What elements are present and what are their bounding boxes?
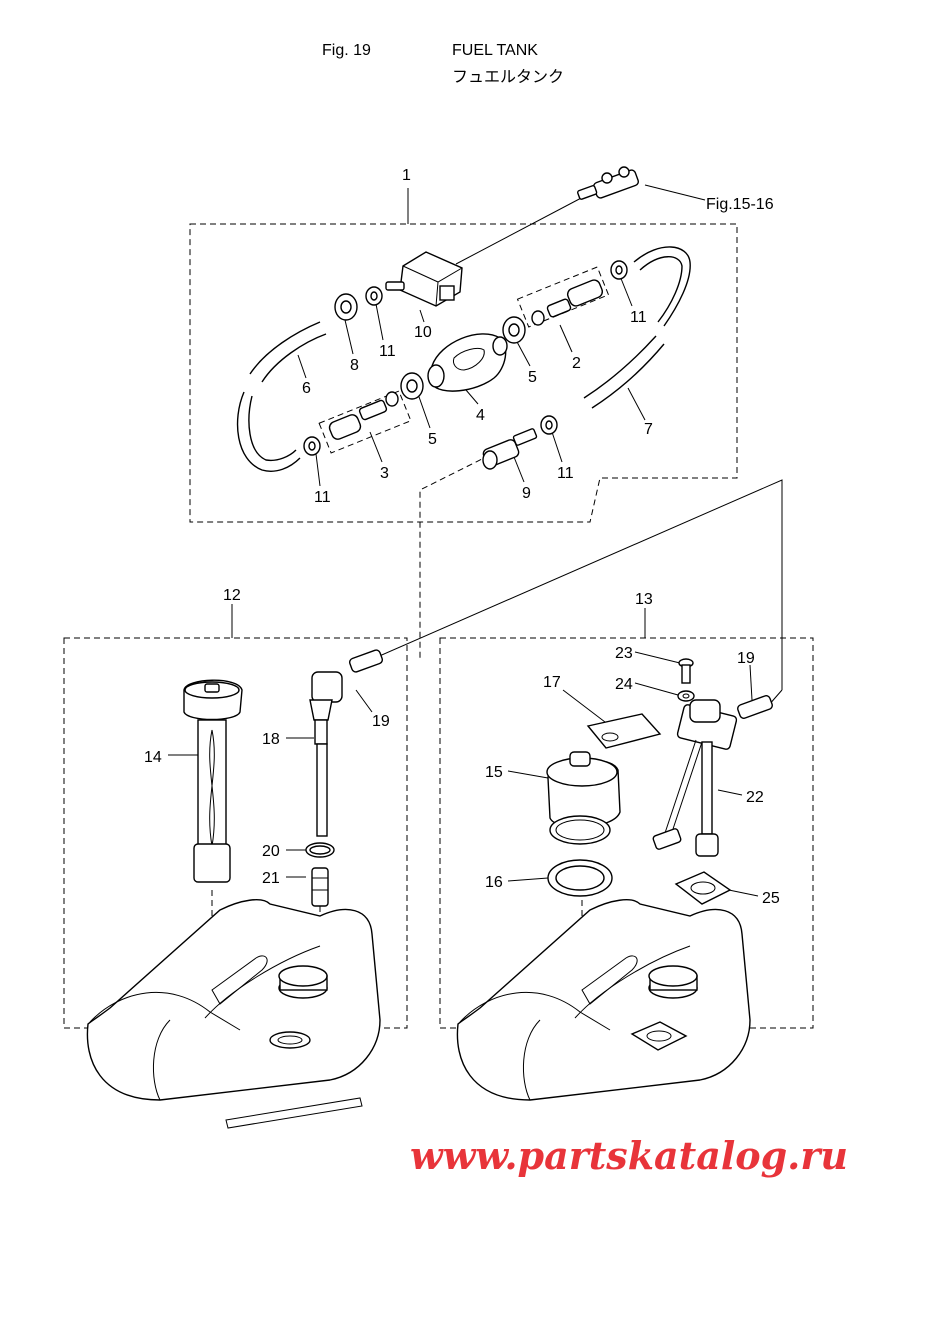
part-23-screw xyxy=(678,658,694,684)
part-5-clamp-a xyxy=(502,316,526,344)
callout-17: 17 xyxy=(543,674,561,691)
part-5-clamp-b xyxy=(400,372,424,400)
callout-25: 25 xyxy=(762,890,780,907)
callout-8: 8 xyxy=(350,357,359,374)
callout-6: 6 xyxy=(302,380,311,397)
part-7-hose xyxy=(583,246,691,409)
part-21-filter xyxy=(311,867,329,907)
part-8-clamp xyxy=(334,293,358,321)
callout-18: 18 xyxy=(262,731,280,748)
part-10-connector-block xyxy=(385,251,463,307)
callout-2: 2 xyxy=(572,355,581,372)
callout-24: 24 xyxy=(615,676,633,693)
figure-number: Fig. 19 xyxy=(322,42,371,59)
callout-5a: 5 xyxy=(528,369,537,386)
part-9-fitting xyxy=(482,428,538,470)
tank-assembly-13-frame xyxy=(439,637,814,1029)
callout-11c: 11 xyxy=(314,489,331,506)
callout-7: 7 xyxy=(644,421,653,438)
connector-fig15-16 xyxy=(577,166,639,200)
part-17-label xyxy=(586,713,662,749)
callout-15: 15 xyxy=(485,764,503,781)
callout-12: 12 xyxy=(223,587,241,604)
callout-labels: 1 Fig.15-16 10 8 11 11 2 5 6 4 5 7 3 11 … xyxy=(144,167,780,907)
part-25-gasket xyxy=(674,871,732,905)
callout-10: 10 xyxy=(414,324,432,341)
callout-16: 16 xyxy=(485,874,503,891)
callout-20: 20 xyxy=(262,843,280,860)
callout-9: 9 xyxy=(522,485,531,502)
part-11-clip-a xyxy=(365,286,383,306)
part-20-o-ring xyxy=(305,842,335,858)
part-2-check-valve xyxy=(516,266,610,328)
callout-fig15-16: Fig.15-16 xyxy=(706,196,774,213)
part-16-cap-ring xyxy=(547,859,613,897)
fuel-tank-13-body xyxy=(456,899,751,1101)
callout-11d: 11 xyxy=(557,465,574,482)
part-19-fitting-a xyxy=(348,649,384,673)
part-15-filler-cap xyxy=(546,751,621,845)
part-11-clip-b xyxy=(610,260,628,280)
part-11-clip-d xyxy=(540,415,558,435)
callout-19b: 19 xyxy=(737,650,755,667)
part-22-gauge-unit xyxy=(652,699,738,857)
callout-19a: 19 xyxy=(372,713,390,730)
callout-13: 13 xyxy=(635,591,653,608)
callout-22: 22 xyxy=(746,789,764,806)
hose-assembly-frame xyxy=(189,223,738,523)
part-3-check-valve xyxy=(318,390,412,454)
part-18-pickup-pipe xyxy=(309,671,343,837)
part-19-fitting-b xyxy=(737,695,773,719)
callout-4: 4 xyxy=(476,407,485,424)
callout-3: 3 xyxy=(380,465,389,482)
part-6-hose xyxy=(236,321,327,472)
callout-23: 23 xyxy=(615,645,633,662)
figure-title: FUEL TANK xyxy=(452,42,538,59)
callout-5b: 5 xyxy=(428,431,437,448)
fuel-tank-12-body xyxy=(86,899,381,1129)
callout-21: 21 xyxy=(262,870,280,887)
part-14-fuel-gauge xyxy=(183,679,243,883)
figure-title-japanese: フュエルタンク xyxy=(452,69,565,86)
watermark: www.partskatalog.ru xyxy=(410,1133,849,1178)
part-24-washer xyxy=(677,690,695,702)
callout-11a: 11 xyxy=(379,343,396,360)
callout-11b: 11 xyxy=(630,309,647,326)
callout-14: 14 xyxy=(144,749,162,766)
part-11-clip-c xyxy=(303,436,321,456)
part-4-primer-bulb xyxy=(427,333,508,392)
callout-1: 1 xyxy=(402,167,411,184)
